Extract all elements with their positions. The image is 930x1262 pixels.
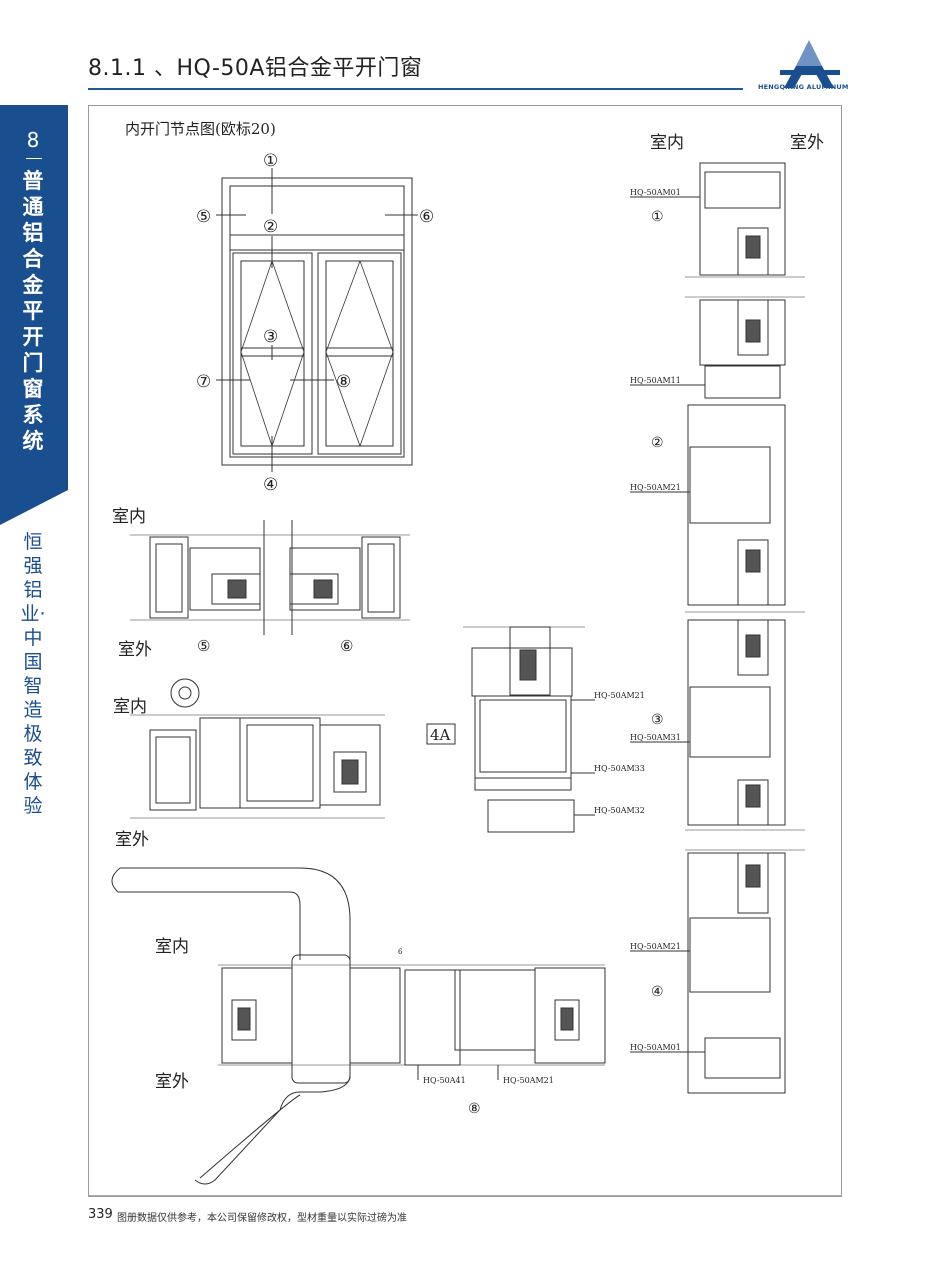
door-elevation <box>216 168 418 472</box>
mark-2: ② <box>263 217 278 237</box>
label-hq-50am21-r1: HQ-50AM21 <box>630 483 681 492</box>
label-hq-50am11: HQ-50AM11 <box>630 376 681 385</box>
mark-7: ⑦ <box>196 372 211 392</box>
footer-rule <box>88 1195 841 1196</box>
section-4a <box>426 626 595 833</box>
label-hq-50am33: HQ-50AM33 <box>594 764 645 773</box>
section-tag-4a: 4A <box>430 726 451 744</box>
mark-2-right: ② <box>651 435 664 451</box>
elevation-marks: ① ② ③ ④ ⑤ ⑥ ⑦ ⑧ <box>196 151 434 495</box>
label-hq-50am21-4a: HQ-50AM21 <box>594 691 645 700</box>
label-hq-50am31: HQ-50AM31 <box>630 733 681 742</box>
brand-slogan: 恒强铝业·中国智造 极致体验 <box>20 531 46 817</box>
right-column-sections <box>630 162 805 1094</box>
label-hq-50am01-bottom: HQ-50AM01 <box>630 1043 681 1052</box>
mark-8: ⑧ <box>336 372 351 392</box>
indoor-label-3: 室内 <box>155 937 189 957</box>
label-hq-50a41: HQ-50A41 <box>423 1076 466 1085</box>
mark-1: ① <box>263 151 278 171</box>
drawing-frame <box>88 105 842 1197</box>
chapter-title: 普通铝合金平开门窗系统 <box>22 169 44 453</box>
indoor-label: 室内 <box>112 507 146 527</box>
section-8 <box>111 867 606 1185</box>
label-hq-50am32: HQ-50AM32 <box>594 806 645 815</box>
sidebar-panel <box>0 105 68 525</box>
logo-text: HENGQIANG ALUMINUM <box>758 83 849 91</box>
indoor-label-2: 室内 <box>113 697 147 717</box>
section-5-6 <box>130 520 410 635</box>
mark-4: ④ <box>263 475 278 495</box>
header-rule <box>88 88 743 90</box>
drawing-title: 内开门节点图(欧标20) <box>125 120 276 138</box>
outdoor-label-right: 室外 <box>790 133 824 153</box>
mark-5-section: ⑤ <box>197 637 210 655</box>
mark-6-section: ⑥ <box>340 637 353 655</box>
mark-4-right: ④ <box>651 984 664 1000</box>
mark-3: ③ <box>263 327 278 347</box>
page-title: 8.1.1 、HQ-50A铝合金平开门窗 <box>88 56 423 81</box>
brand-logo <box>780 40 840 88</box>
mark-5: ⑤ <box>196 207 211 227</box>
section-handle <box>130 678 385 819</box>
chapter-divider <box>26 158 42 159</box>
mark-3-right: ③ <box>651 712 664 728</box>
label-hq-50am21-8: HQ-50AM21 <box>503 1076 554 1085</box>
page-number: 339 <box>88 1207 113 1222</box>
mark-6: ⑥ <box>419 207 434 227</box>
outdoor-label: 室外 <box>118 640 152 660</box>
footer-note: 图册数据仅供参考，本公司保留修改权，型材重量以实际过磅为准 <box>117 1213 407 1224</box>
label-hq-50am01-top: HQ-50AM01 <box>630 188 681 197</box>
mark-1-right: ① <box>651 209 664 225</box>
label-hq-50am21-r2: HQ-50AM21 <box>630 942 681 951</box>
indoor-label-right: 室内 <box>650 133 684 153</box>
dimension-6: 6 <box>398 948 403 956</box>
outdoor-label-2: 室外 <box>115 830 149 850</box>
outdoor-label-3: 室外 <box>155 1072 189 1092</box>
mark-8-section: ⑧ <box>468 1101 481 1117</box>
chapter-number: 8 <box>26 128 40 152</box>
